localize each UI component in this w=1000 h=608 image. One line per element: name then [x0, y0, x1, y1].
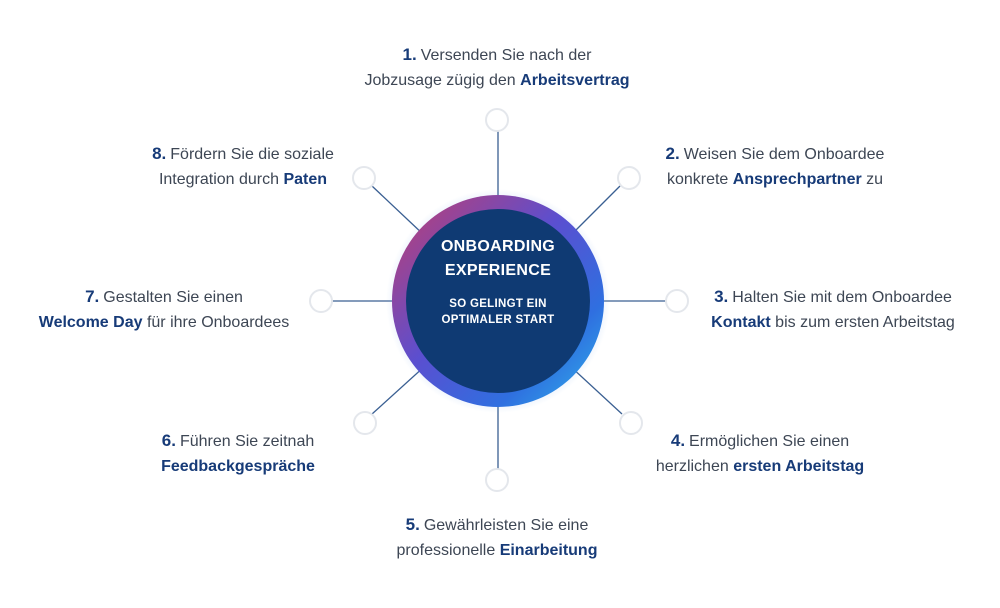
step-3-text-suffix: bis zum ersten Arbeitstag — [770, 314, 955, 331]
step-7-number: 7. — [85, 287, 100, 306]
step-4-number: 4. — [670, 431, 686, 450]
step-1-number: 1. — [402, 45, 417, 64]
step-1: 1.Versenden Sie nach der Jobzusage zügig… — [347, 42, 647, 93]
step-2-number: 2. — [665, 144, 680, 163]
step-1-highlight: Arbeitsvertrag — [520, 72, 630, 89]
step-7-text-line-1: Gestalten Sie einen — [103, 289, 243, 306]
step-6-number: 6. — [161, 431, 176, 450]
hub-title-line-2: EXPERIENCE — [444, 262, 552, 279]
node-2 — [617, 166, 641, 190]
step-1-text-line-1: Versenden Sie nach der — [420, 47, 592, 64]
step-6-highlight: Feedbackgespräche — [161, 458, 315, 475]
step-8-text-line-1: Fördern Sie die soziale — [170, 146, 334, 163]
node-circles — [309, 108, 689, 492]
hub-title-line-1: ONBOARDING — [440, 238, 556, 255]
step-2-text-suffix: zu — [861, 171, 884, 188]
node-8 — [352, 166, 376, 190]
hub-subtitle: SO GELINGT EIN OPTIMALER START — [407, 296, 589, 328]
step-7: 7.Gestalten Sie einen Welcome Day für ih… — [30, 284, 298, 335]
step-2-text-line-2: konkrete — [666, 171, 733, 188]
step-5-number: 5. — [405, 515, 420, 534]
step-7-text-suffix: für ihre Onboardees — [142, 314, 290, 331]
step-4: 4.Ermöglichen Sie einen herzlichen erste… — [640, 428, 880, 479]
step-2-text-line-1: Weisen Sie dem Onboardee — [683, 146, 885, 163]
node-5 — [485, 468, 509, 492]
step-2-highlight: Ansprechpartner — [732, 171, 862, 188]
step-5-highlight: Einarbeitung — [499, 542, 598, 559]
hub-subtitle-line-1: SO GELINGT EIN — [449, 298, 547, 310]
step-3: 3.Halten Sie mit dem Onboardee Kontakt b… — [701, 284, 965, 335]
step-5-text-line-1: Gewährleisten Sie eine — [423, 517, 589, 534]
step-1-text-line-2: Jobzusage zügig den — [364, 72, 521, 89]
node-1 — [485, 108, 509, 132]
node-4 — [619, 411, 643, 435]
step-8-highlight: Paten — [283, 171, 328, 188]
step-2: 2.Weisen Sie dem Onboardee konkrete Ansp… — [650, 141, 900, 192]
step-3-highlight: Kontakt — [711, 314, 771, 331]
step-7-highlight: Welcome Day — [38, 314, 143, 331]
hub-subtitle-line-2: OPTIMALER START — [441, 314, 555, 326]
hub-label: ONBOARDING EXPERIENCE SO GELINGT EIN OPT… — [407, 235, 589, 328]
step-5-text-line-2: professionelle — [396, 542, 500, 559]
step-4-text-line-2: herzlichen — [655, 458, 734, 475]
step-8: 8.Fördern Sie die soziale Integration du… — [128, 141, 358, 192]
step-3-number: 3. — [714, 287, 729, 306]
node-6 — [353, 411, 377, 435]
node-7 — [309, 289, 333, 313]
hub-title: ONBOARDING EXPERIENCE — [407, 235, 589, 283]
hub-core — [406, 209, 590, 393]
step-8-number: 8. — [152, 144, 167, 163]
step-4-text-line-1: Ermöglichen Sie einen — [689, 433, 850, 450]
step-6-text-line-1: Führen Sie zeitnah — [179, 433, 315, 450]
step-3-text-line-1: Halten Sie mit dem Onboardee — [732, 289, 952, 306]
step-4-highlight: ersten Arbeitstag — [733, 458, 865, 475]
step-5: 5.Gewährleisten Sie eine professionelle … — [347, 512, 647, 563]
step-8-text-line-2: Integration durch — [158, 171, 284, 188]
node-3 — [665, 289, 689, 313]
step-6: 6.Führen Sie zeitnah Feedbackgespräche — [128, 428, 348, 479]
connector-lines — [331, 130, 668, 470]
